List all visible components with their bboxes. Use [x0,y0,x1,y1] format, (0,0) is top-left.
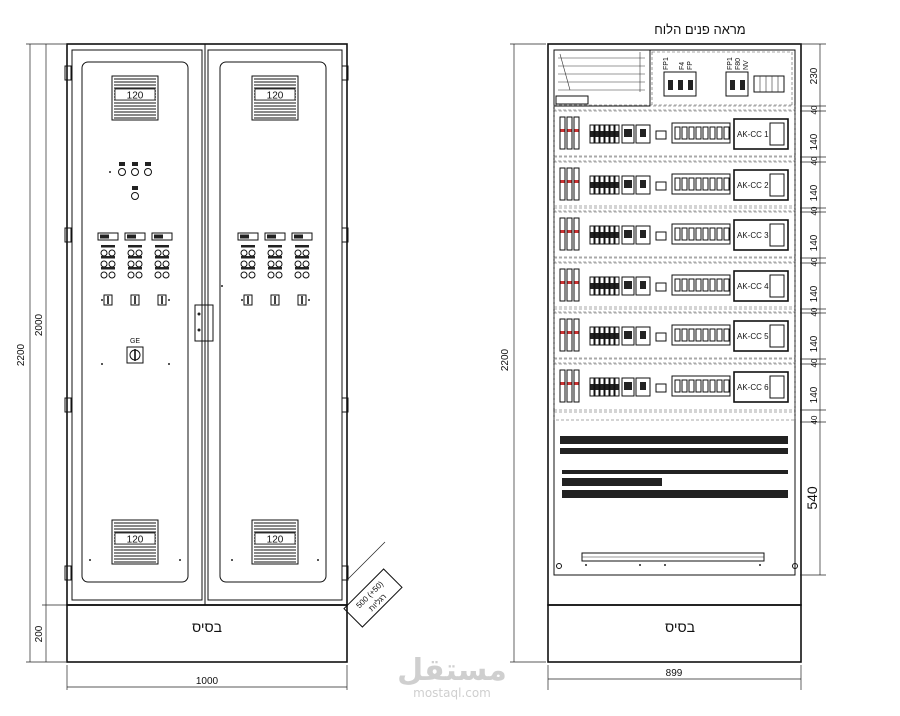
module-row: AK-CC 6 [553,357,796,411]
front-base [66,604,348,663]
vent-label: 120 [127,535,144,546]
module-row: AK-CC 3 [553,205,796,259]
dim-row: 140 [809,386,820,403]
controller-label: AK-CC 4 [737,282,769,291]
dim-front-width: 1000 [196,676,219,687]
controller-label: AK-CC 3 [737,231,769,240]
svg-text:مستقل: مستقل [397,653,507,688]
interior-view: מראה פנים הלוח FP1 [500,22,826,690]
module-row: AK-CC 5 [553,306,796,360]
dim-gap: 40 [810,358,819,367]
module-rows: AK-CC 1 AK-CC 2 AK-CC 3 AK-CC 4 AK-CC 5 AK-CC… [553,104,796,421]
svg-text:F4: F4 [679,62,686,70]
dim-front-base-height: 200 [34,625,45,642]
front-cabinet-outline [66,43,348,606]
svg-text:F80: F80 [735,58,742,70]
vent-label: 120 [267,535,284,546]
dim-gap: 40 [810,257,819,266]
interior-base-label: בסיס [665,619,695,635]
front-switch-groups [97,232,313,306]
controller-label: AK-CC 5 [737,332,769,341]
module-row: AK-CC 2 [553,155,796,209]
dim-row: 140 [809,184,820,201]
dim-interior-width: 899 [666,668,683,679]
controller-label: AK-CC 6 [737,383,769,392]
vent-label: 120 [127,91,144,102]
door-handle [194,304,214,342]
dim-interior-total-height: 2200 [500,348,511,371]
bottom-rail [556,552,798,569]
svg-text:NV: NV [743,60,750,70]
watermark: مستقل mostaql.com [397,653,507,700]
dim-top: 230 [809,67,820,84]
dim-front-cabinet-height: 2000 [34,313,45,336]
front-left-door [71,49,203,601]
front-base-label: בסיס [192,619,222,635]
front-view: 120 120 120 120 GE בסיס [16,43,403,690]
interior-title: מראה פנים הלוח [654,22,745,37]
dim-row: 140 [809,133,820,150]
main-switch-label: GE [130,338,140,345]
front-dimensions: 2200 2000 200 1000 [16,43,348,690]
dim-gap: 40 [810,156,819,165]
interior-base [547,604,802,663]
plinth-note: 500 (+50) רגליות [343,568,403,628]
dim-row: 140 [809,285,820,302]
top-compartment: FP1 F4 FP FP1 F80 NV [553,49,793,107]
dim-row: 140 [809,335,820,352]
front-left-door-panel [81,61,189,583]
dim-gap: 40 [810,307,819,316]
terminal-strips [560,436,788,498]
module-row: AK-CC 1 [553,104,796,158]
svg-text:FP: FP [687,61,694,70]
dim-gap: 40 [810,105,819,114]
front-right-door [207,49,343,601]
svg-text:FP1: FP1 [663,57,670,70]
controller-label: AK-CC 1 [737,130,769,139]
module-row: AK-CC 4 [553,256,796,310]
dim-front-total-height: 2200 [16,343,27,366]
svg-text:FP1: FP1 [727,57,734,70]
svg-text:mostaql.com: mostaql.com [413,686,491,700]
dim-bottom: 540 [804,486,820,510]
dim-gap: 40 [810,206,819,215]
pilot-lamps [109,162,152,200]
front-right-door-panel [219,61,327,583]
dim-gap: 40 [810,415,819,424]
interior-dimensions: 2200 899 230 540 140 40 140 40 140 40 140 40 140… [500,43,826,690]
main-switch: GE [101,338,170,365]
dim-row: 140 [809,234,820,251]
controller-label: AK-CC 2 [737,181,769,190]
vent-label: 120 [267,91,284,102]
